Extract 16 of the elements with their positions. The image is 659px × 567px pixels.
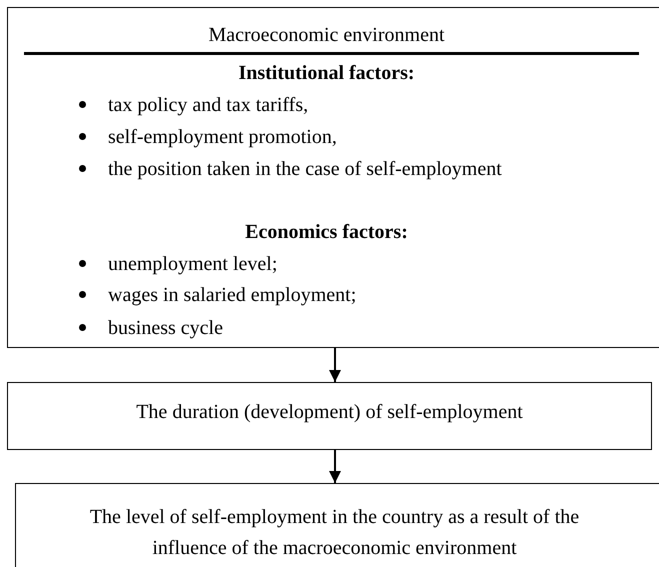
bullet-item: unemployment level; [108, 252, 278, 276]
bullet-item: self-employment promotion, [108, 125, 337, 149]
process-box [15, 483, 659, 567]
process-box [7, 382, 652, 450]
bullet-item: wages in salaried employment; [108, 283, 356, 307]
arrow [329, 348, 341, 382]
section-heading: Institutional factors: [237, 61, 416, 85]
bullet-item: the position taken in the case of self-employment [108, 157, 502, 181]
box-text: The level of self-employment in the country as a result of the influence of the macroeconomic environment [88, 505, 580, 561]
bullet-item: tax policy and tax tariffs, [108, 93, 308, 117]
bullet-item: business cycle [108, 316, 223, 340]
arrow [329, 450, 341, 483]
section-heading: Economics factors: [244, 220, 409, 244]
process-box [7, 7, 659, 348]
box-text: The duration (development) of self-employment [135, 400, 524, 424]
box-heading: Macroeconomic environment [207, 23, 446, 47]
